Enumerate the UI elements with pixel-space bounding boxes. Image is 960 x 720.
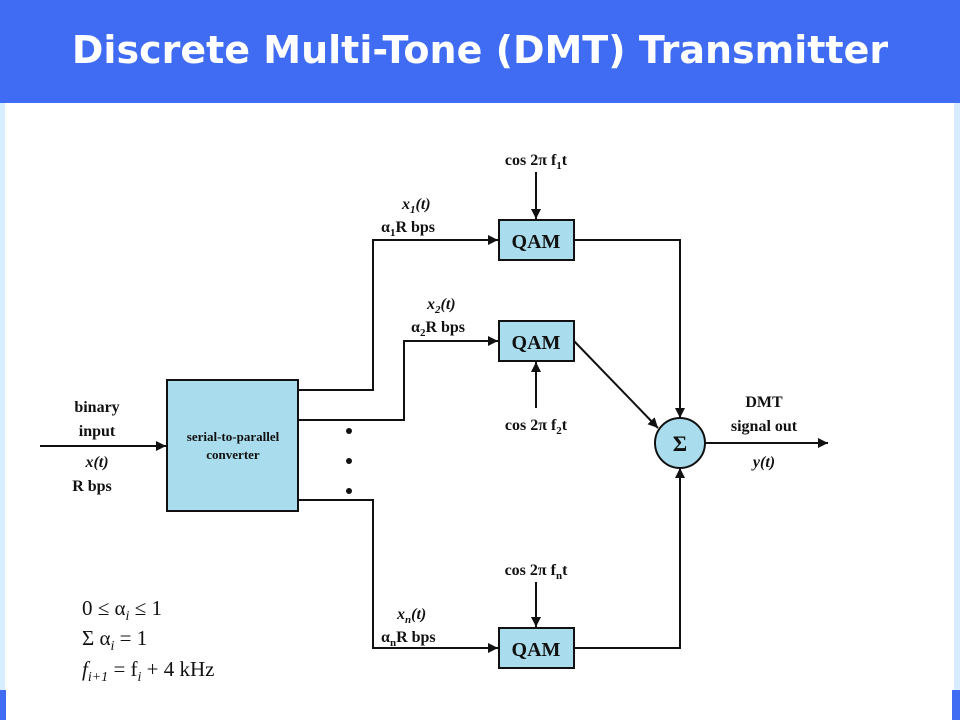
qam-label-n: QAM	[512, 639, 561, 661]
output-label-1: DMT	[745, 394, 783, 411]
branch-2-rate: α2R bps	[411, 319, 465, 339]
left-side-bar	[0, 103, 5, 720]
ellipsis-dot	[346, 458, 352, 464]
branch-n-line	[298, 499, 498, 653]
output-label-2: signal out	[731, 418, 798, 435]
ellipsis-dot	[346, 428, 352, 434]
input-label-2: input	[79, 423, 116, 440]
qam-2-output	[573, 340, 659, 429]
carrier-2-label: cos 2π f2t	[505, 417, 568, 437]
input-rate: R bps	[72, 478, 112, 495]
page-title: Discrete Multi-Tone (DMT) Transmitter	[71, 28, 889, 72]
qam-label-1: QAM	[512, 231, 561, 253]
equation-1: 0 ≤ αi ≤ 1	[82, 596, 162, 624]
right-footer-bar	[952, 690, 960, 720]
converter-label-1: serial-to-parallel	[187, 429, 280, 444]
title-bar: Discrete Multi-Tone (DMT) Transmitter	[0, 0, 960, 103]
converter-label-2: converter	[206, 447, 260, 462]
qam-block-2	[498, 320, 575, 362]
branch-1-rate: α1R bps	[381, 219, 435, 239]
branch-2-line	[298, 336, 498, 421]
equation-2: Σ αi = 1	[82, 626, 147, 654]
branch-2-signal: x2(t)	[426, 296, 456, 316]
input-label-1: binary	[74, 399, 119, 416]
serial-to-parallel-block	[166, 379, 299, 512]
qam-label-2: QAM	[512, 332, 561, 354]
carrier-n-label: cos 2π fnt	[505, 562, 569, 582]
qam-n-output	[574, 468, 685, 649]
qam-block-n	[498, 627, 575, 669]
branch-1-signal: x1(t)	[401, 196, 431, 216]
branch-n-signal: xn(t)	[396, 606, 426, 626]
carrier-1-label: cos 2π f1t	[505, 152, 568, 172]
constraint-equations: 0 ≤ αi ≤ 1 Σ αi = 1 fi+1 = fi + 4 kHz	[82, 596, 215, 685]
right-side-bar	[954, 103, 960, 720]
equation-3: fi+1 = fi + 4 kHz	[82, 657, 215, 685]
branch-n-rate: αnR bps	[381, 629, 436, 649]
ellipsis-dot	[346, 488, 352, 494]
branch-1-line	[298, 235, 498, 391]
qam-block-1	[498, 219, 575, 261]
left-footer-bar	[0, 690, 6, 720]
input-signal: x(t)	[84, 454, 108, 471]
output-signal: y(t)	[751, 454, 775, 471]
summer-symbol: Σ	[673, 431, 687, 456]
qam-1-output	[574, 239, 685, 418]
